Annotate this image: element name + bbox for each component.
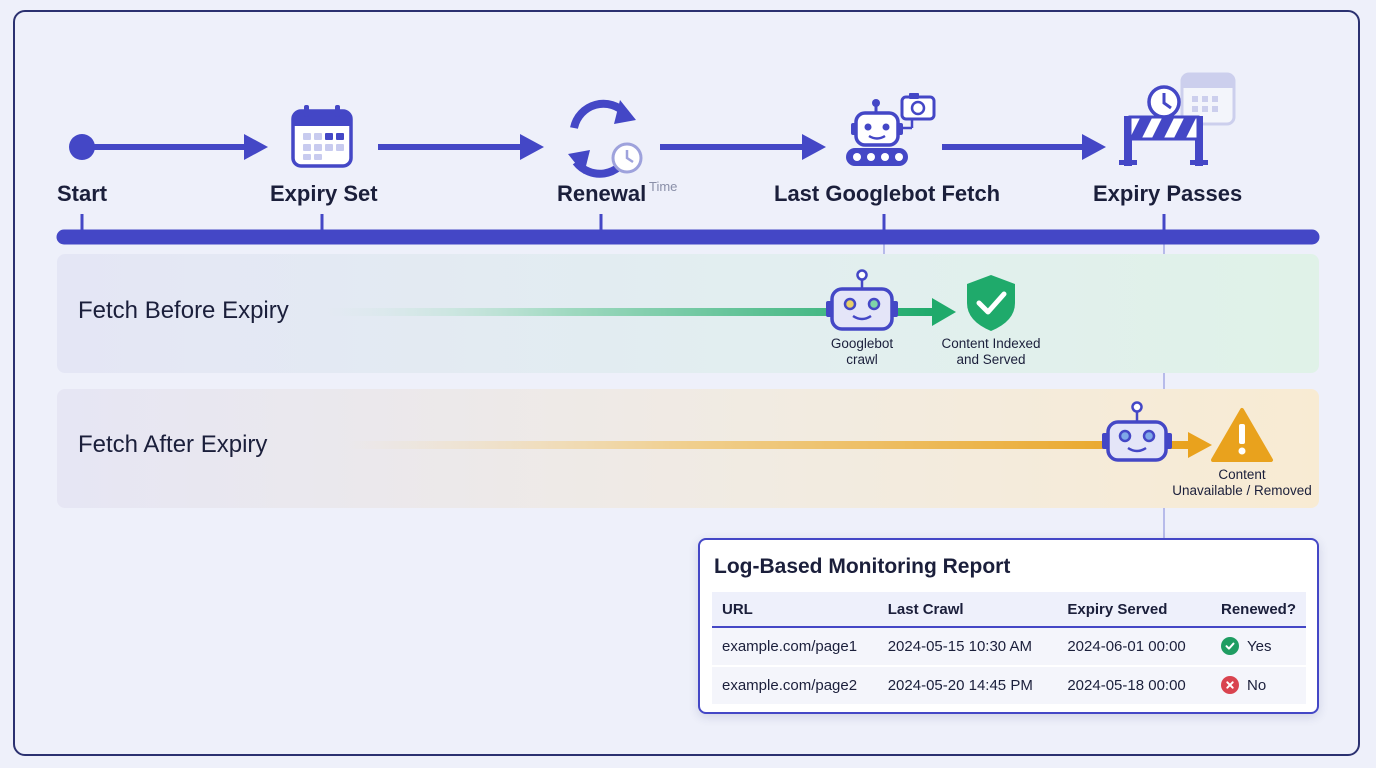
column-header-url: URL (712, 592, 878, 628)
lane-title-after: Fetch After Expiry (78, 431, 268, 458)
stage-label-expiry-set: Expiry Set (270, 181, 378, 206)
x-circle-icon (1220, 676, 1239, 694)
renewed-status: Yes (1246, 637, 1272, 655)
robot-caption: Googlebot crawl (812, 336, 912, 368)
time-label: Time (649, 179, 678, 194)
after-progress-arrow (345, 432, 1212, 458)
stage-label-start: Start (57, 181, 108, 206)
report-title: Log-Based Monitoring Report (714, 555, 1011, 578)
cell-last-crawl: 2024-05-20 14:45 PM (877, 666, 1058, 704)
start-dot (69, 134, 95, 160)
shield-check-icon (967, 275, 1015, 331)
renewed-status: No (1246, 676, 1267, 694)
unavailable-caption-line-2: Unavailable / Removed (1172, 483, 1312, 498)
robot-icon (826, 269, 898, 331)
robot-caption-line-1: Googlebot (830, 336, 894, 351)
robot-caption-line-2: crawl (846, 352, 878, 367)
cell-url: example.com/page2 (712, 666, 878, 704)
barrier-clock-icon (1119, 72, 1236, 166)
column-header-expiry-served: Expiry Served (1057, 592, 1211, 628)
lane-title-before: Fetch Before Expiry (78, 297, 289, 324)
check-circle-icon (1220, 637, 1239, 655)
cell-last-crawl: 2024-05-15 10:30 AM (877, 627, 1058, 667)
unavailable-caption: Content Unavailable / Removed (1162, 467, 1322, 499)
report-table: URL Last Crawl Expiry Served Renewed? ex… (712, 592, 1306, 704)
axis-ticks (80, 214, 1166, 232)
table-row: example.com/page1 2024-05-15 10:30 AM 20… (712, 627, 1306, 667)
cell-url: example.com/page1 (712, 627, 878, 667)
indexed-caption-line-2: and Served (956, 352, 1026, 367)
stage-label-last-fetch: Last Googlebot Fetch (774, 181, 1001, 206)
unavailable-caption-line-1: Content (1218, 467, 1266, 482)
cell-expiry-served: 2024-05-18 00:00 (1057, 666, 1211, 704)
stage-label-renewal: Renewal (557, 181, 647, 206)
before-progress-arrow (325, 298, 956, 326)
stage-arrows (69, 134, 1106, 160)
warning-icon (1211, 408, 1273, 462)
column-header-last-crawl: Last Crawl (877, 592, 1058, 628)
indexed-caption: Content Indexed and Served (926, 336, 1056, 368)
cell-renewed: No (1210, 666, 1306, 704)
table-row: example.com/page2 2024-05-20 14:45 PM 20… (712, 666, 1306, 704)
stage-label-expiry-passes: Expiry Passes (1093, 181, 1243, 206)
indexed-caption-line-1: Content Indexed (941, 336, 1041, 351)
cell-expiry-served: 2024-06-01 00:00 (1057, 627, 1211, 667)
cell-renewed: Yes (1210, 627, 1306, 667)
table-header-row: URL Last Crawl Expiry Served Renewed? (712, 592, 1306, 628)
robot-icon (1102, 401, 1172, 462)
column-header-renewed: Renewed? (1210, 592, 1306, 628)
monitoring-report-panel: Log-Based Monitoring Report URL Last Cra… (698, 538, 1319, 714)
refresh-clock-icon (568, 99, 643, 178)
robot-camera-icon (846, 93, 936, 166)
calendar-icon (291, 105, 353, 168)
